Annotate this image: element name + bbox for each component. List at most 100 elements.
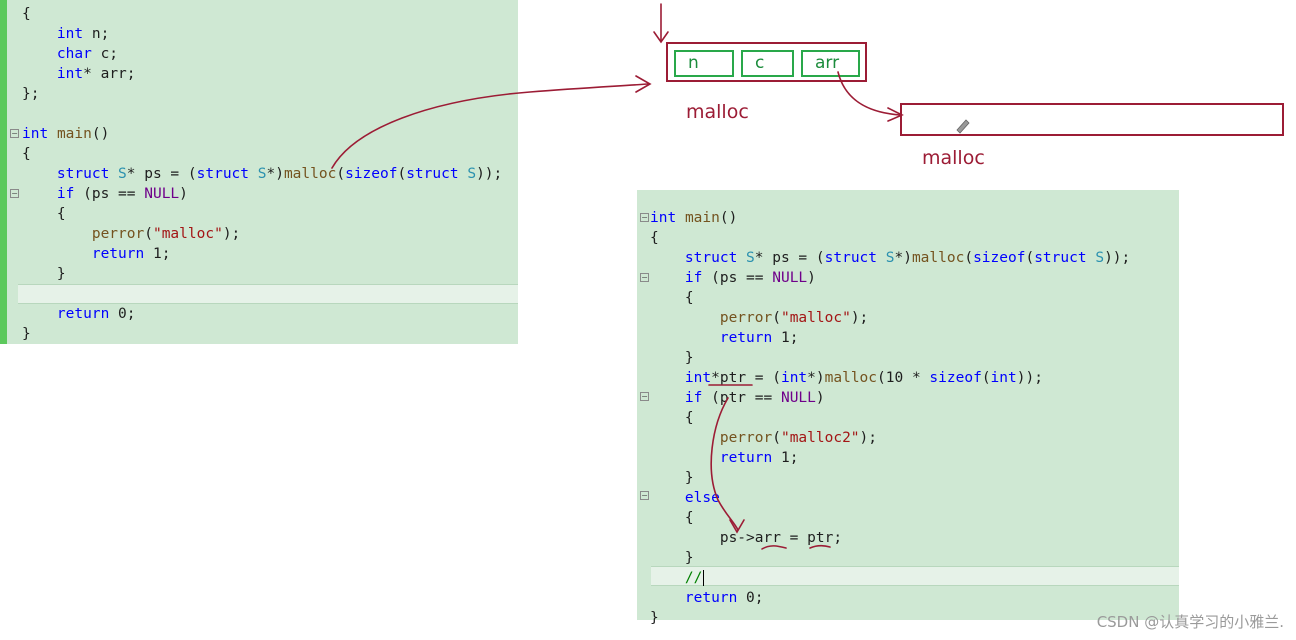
code-line: return 1; [719, 330, 799, 346]
keyword: struct [56, 166, 110, 182]
code-line: } [650, 550, 694, 566]
fold-toggle-icon[interactable]: − [10, 129, 19, 138]
keyword: int [780, 370, 808, 386]
function-name: malloc [824, 370, 878, 386]
code-line: else [650, 488, 720, 508]
keyword: struct [196, 166, 250, 182]
code-line: { [650, 410, 694, 426]
keyword: return [91, 246, 145, 262]
code-line: ps->arr = ptr; [650, 530, 843, 546]
code-line: if (ps == NULL) [684, 270, 816, 286]
code-line: { [22, 6, 31, 22]
code-line: char c; [56, 46, 119, 62]
keyword: struct [1034, 250, 1087, 266]
keyword: struct [406, 166, 459, 182]
keyword: return [719, 330, 773, 346]
keyword: sizeof [345, 166, 398, 182]
keyword: int [56, 66, 84, 82]
keyword: if [684, 270, 703, 286]
macro: NULL [780, 390, 816, 406]
change-indicator-bar [0, 0, 7, 344]
keyword: return [719, 450, 773, 466]
type-name: S [885, 250, 895, 266]
string-literal: "malloc" [780, 310, 851, 326]
keyword: if [56, 186, 75, 202]
function-name: perror [719, 430, 773, 446]
code-line: struct S* ps = (struct S*)malloc(sizeof(… [56, 166, 503, 182]
fold-toggle-icon[interactable]: − [10, 189, 19, 198]
keyword: int [684, 370, 712, 386]
arrowhead-icon [653, 31, 669, 44]
current-line-highlight [651, 566, 1179, 586]
code-line: } [650, 610, 659, 626]
keyword: int [22, 126, 49, 142]
type-name: S [118, 166, 127, 182]
field-cell-n: n [674, 50, 734, 77]
keyword: int [650, 210, 677, 226]
malloc-label-array: malloc [922, 147, 985, 169]
code-line: perror("malloc"); [91, 226, 241, 242]
keyword: else [684, 490, 720, 506]
keyword: return [684, 590, 738, 606]
code-line: struct S* ps = (struct S*)malloc(sizeof(… [684, 250, 1131, 266]
type-name: S [257, 166, 267, 182]
code-line: int*ptr = (int*)malloc(10 * sizeof(int))… [684, 370, 1043, 386]
text-cursor [703, 570, 705, 586]
code-line: int main() [650, 210, 738, 226]
array-memory-box [900, 103, 1284, 136]
function-name: perror [91, 226, 145, 242]
fold-toggle-icon[interactable]: − [640, 213, 649, 222]
keyword: int [56, 26, 84, 42]
code-line: { [22, 146, 31, 162]
keyword: sizeof [973, 250, 1026, 266]
code-line: int n; [56, 26, 110, 42]
fold-toggle-icon[interactable]: − [640, 491, 649, 500]
code-line: return 1; [91, 246, 171, 262]
field-cell-c: c [741, 50, 794, 77]
fold-toggle-icon[interactable]: − [640, 273, 649, 282]
string-literal: "malloc" [152, 226, 223, 242]
macro: NULL [772, 270, 808, 286]
function-name: perror [719, 310, 773, 326]
code-line: if (ptr == NULL) [684, 390, 825, 406]
code-line: } [650, 470, 694, 486]
struct-memory-box [666, 42, 867, 82]
function-name: main [684, 210, 720, 226]
type-name: S [1095, 250, 1105, 266]
comment: // [650, 570, 703, 586]
function-name: main [56, 126, 92, 142]
right-code-editor: − − − − int main() { struct S* ps = (str… [637, 190, 1179, 626]
code-line: // [650, 568, 705, 588]
type-name: S [467, 166, 477, 182]
keyword: sizeof [929, 370, 982, 386]
code-line: } [650, 350, 694, 366]
code-line: perror("malloc2"); [719, 430, 878, 446]
code-line: }; [22, 86, 40, 102]
keyword: int [990, 370, 1017, 386]
arrowhead-icon [635, 75, 652, 93]
code-line: int* arr; [56, 66, 136, 82]
code-line: } [22, 266, 66, 282]
code-line: perror("malloc"); [719, 310, 869, 326]
code-line: { [650, 290, 694, 306]
code-line: return 0; [56, 306, 136, 322]
code-line: { [650, 230, 659, 246]
keyword: struct [684, 250, 738, 266]
code-line: } [22, 326, 31, 342]
function-name: malloc [283, 166, 337, 182]
type-name: S [746, 250, 755, 266]
malloc-label-struct: malloc [686, 101, 749, 123]
fold-toggle-icon[interactable]: − [640, 392, 649, 401]
current-line-highlight [18, 284, 518, 304]
keyword: return [56, 306, 110, 322]
code-line: if (ps == NULL) [56, 186, 188, 202]
code-line: return 0; [684, 590, 764, 606]
keyword: char [56, 46, 92, 62]
field-cell-arr: arr [801, 50, 860, 77]
macro: NULL [144, 186, 180, 202]
keyword: if [684, 390, 703, 406]
code-line: { [22, 206, 66, 222]
csdn-watermark: CSDN @认真学习的小雅兰. [1096, 613, 1284, 631]
code-line: return 1; [719, 450, 799, 466]
left-code-editor: − − { int n; char c; int* arr; }; int ma… [0, 0, 518, 344]
